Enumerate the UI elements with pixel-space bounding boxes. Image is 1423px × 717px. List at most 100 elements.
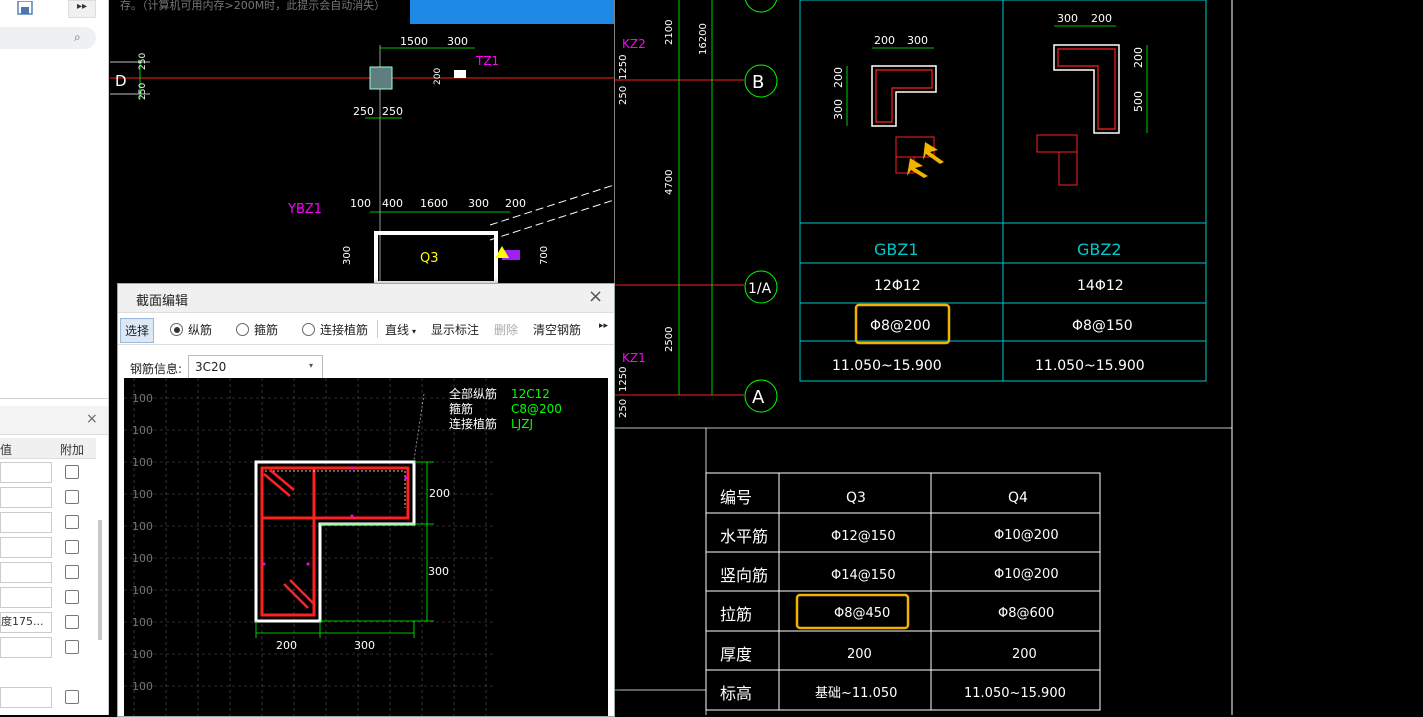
- property-extra-checkbox[interactable]: [65, 515, 79, 529]
- property-extra-checkbox[interactable]: [65, 465, 79, 479]
- grid-label: 100: [132, 648, 153, 661]
- wall-cell: Φ10@200: [994, 528, 1059, 543]
- gbz-table: [799, 0, 1207, 382]
- radio-label: 连接植筋: [320, 323, 369, 337]
- dialog-titlebar[interactable]: 截面编辑 ×: [118, 284, 614, 313]
- radio-anchor[interactable]: 连接植筋: [302, 321, 368, 338]
- dim-text: 200: [433, 68, 443, 85]
- property-value-input[interactable]: [0, 487, 52, 508]
- select-button[interactable]: 选择: [120, 318, 155, 343]
- wall-cell: 200: [847, 647, 872, 662]
- dim-text: 300: [447, 35, 468, 48]
- dim-text: 1500: [400, 35, 428, 48]
- legend-label: 全部纵筋: [449, 386, 497, 401]
- chevron-down-icon: ▾: [412, 327, 417, 336]
- radio-off-icon: [236, 323, 249, 336]
- radio-label: 箍筋: [254, 323, 279, 337]
- rebar-info-value: 3C20: [195, 360, 227, 374]
- dim-text: 4700: [664, 170, 675, 195]
- property-extra-checkbox[interactable]: [65, 565, 79, 579]
- chevron-down-icon: ▾: [309, 361, 314, 370]
- dim-text: 400: [382, 197, 403, 210]
- property-value-input[interactable]: [0, 462, 52, 483]
- clear-rebar-button[interactable]: 清空钢筋: [533, 323, 582, 337]
- gbz1-longitudinal: 12Φ12: [874, 278, 921, 294]
- close-icon[interactable]: ×: [86, 411, 98, 427]
- dialog-title: 截面编辑: [136, 294, 189, 309]
- dim-text: 300: [907, 34, 928, 47]
- line-mode-dropdown[interactable]: 直线▾: [385, 321, 416, 338]
- property-value-input[interactable]: [0, 587, 52, 608]
- property-extra-checkbox[interactable]: [65, 690, 79, 704]
- property-value-input[interactable]: [0, 537, 52, 558]
- grid-label: 100: [132, 424, 153, 437]
- grid-label: 100: [132, 392, 153, 405]
- section-edit-dialog: 截面编辑 × 选择 纵筋 箍筋 连接植筋 直线▾ 显示标注 删除 清空钢筋 ▸▸…: [117, 283, 615, 717]
- grid-label: 100: [132, 488, 153, 501]
- property-extra-checkbox[interactable]: [65, 640, 79, 654]
- wall-cell: Φ12@150: [831, 529, 896, 544]
- delete-button[interactable]: 删除: [494, 323, 519, 337]
- wall-cell: Φ8@600: [998, 606, 1054, 621]
- dim-text: 250: [138, 83, 148, 100]
- radio-stirrup[interactable]: 箍筋: [236, 321, 278, 338]
- rebar-info-input[interactable]: 3C20 ▾: [188, 355, 323, 379]
- dim-text: 16200: [698, 23, 709, 55]
- expand-icon[interactable]: ▸▸: [68, 0, 96, 18]
- property-extra-checkbox[interactable]: [65, 615, 79, 629]
- property-value-input[interactable]: [0, 562, 52, 583]
- property-value-input[interactable]: 度175...: [0, 612, 52, 633]
- dim-text: 250: [382, 105, 403, 118]
- cad-viewport-right[interactable]: KZ2 KZ1 2100 16200 250 1250 4700 2500 25…: [614, 0, 1423, 715]
- dim-text: 300: [428, 565, 449, 578]
- dim-text: 200: [276, 639, 297, 652]
- memory-warning-text: 存。（计算机可用内存>200M时，此提示会自动消失）: [120, 0, 386, 12]
- axis-label-a: A: [752, 387, 765, 408]
- radio-longitudinal[interactable]: 纵筋: [170, 321, 212, 338]
- wall-cell: Φ14@150: [831, 568, 896, 583]
- grid-label: 100: [132, 680, 153, 693]
- property-value-input[interactable]: [0, 637, 52, 658]
- column-tz1[interactable]: [454, 70, 466, 78]
- show-annotation-button[interactable]: 显示标注: [431, 323, 480, 337]
- wall-cell: 200: [1012, 647, 1037, 662]
- dim-text: 200: [874, 34, 895, 47]
- search-input[interactable]: ⌕: [0, 27, 96, 49]
- dim-text: 1250: [618, 55, 629, 80]
- gbz2-elevation: 11.050~15.900: [1035, 358, 1145, 374]
- dim-text: 100: [350, 197, 371, 210]
- axis-bubble-b: [744, 64, 778, 98]
- close-icon[interactable]: ×: [588, 286, 604, 307]
- wall-table-header: Q3: [846, 490, 866, 506]
- cad-viewport-left[interactable]: D 250 250 1500 300 250 250 TZ1 200 YBZ1 …: [110, 0, 614, 283]
- section-canvas[interactable]: 100 100 100 100 100 100 100 100 100 100 …: [124, 378, 608, 716]
- wall-table: [705, 472, 1101, 711]
- scrollbar[interactable]: [98, 520, 102, 640]
- axis-label-1a: 1/A: [748, 281, 772, 297]
- panel-divider: [0, 398, 108, 399]
- gbz2-stirrup: Φ8@150: [1072, 318, 1133, 334]
- property-table-header: 值 附加: [0, 438, 96, 459]
- property-extra-checkbox[interactable]: [65, 540, 79, 554]
- column-kz[interactable]: [369, 66, 393, 90]
- dim-text: 1600: [420, 197, 448, 210]
- save-icon[interactable]: [14, 0, 36, 15]
- property-value-input[interactable]: [0, 687, 52, 708]
- gbz2-longitudinal: 14Φ12: [1077, 278, 1124, 294]
- column-value-header: 值: [0, 443, 13, 457]
- property-extra-checkbox[interactable]: [65, 490, 79, 504]
- property-extra-checkbox[interactable]: [65, 590, 79, 604]
- legend-value: LJZJ: [511, 417, 533, 431]
- label-ybz1: YBZ1: [287, 202, 322, 217]
- dim-text: 250: [138, 53, 148, 70]
- highlight-box: [795, 593, 910, 630]
- dim-text: 250: [618, 86, 629, 105]
- more-icon[interactable]: ▸▸: [599, 321, 609, 331]
- dim-text: 300: [1057, 12, 1078, 25]
- property-value-input[interactable]: [0, 512, 52, 533]
- wall-table-header: 编号: [720, 488, 752, 507]
- dim-text: 200: [832, 67, 845, 88]
- dim-text: 200: [1091, 12, 1112, 25]
- label-tz1: TZ1: [475, 54, 499, 68]
- legend-label: 箍筋: [449, 401, 473, 416]
